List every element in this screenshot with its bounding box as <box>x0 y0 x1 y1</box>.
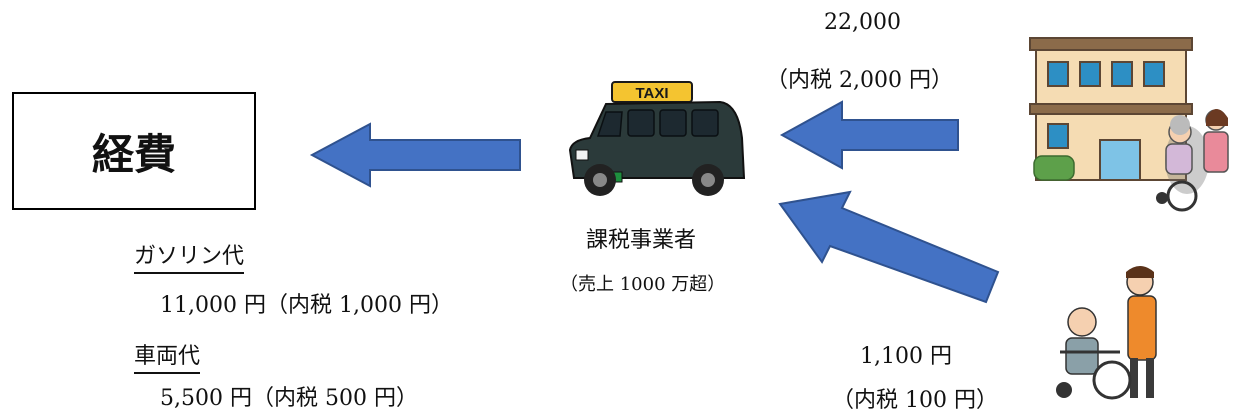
sales-note: （売上 1000 万超） <box>560 274 726 295</box>
vehicle-label: 車両代 <box>134 338 201 374</box>
bottom-payment-amount: 1,100 円 <box>860 344 952 369</box>
top-payment-amount: 22,000 <box>824 10 901 35</box>
bottom-payment-tax: （内税 100 円） <box>832 388 998 413</box>
arrow-from-facility <box>779 100 959 170</box>
taxi-icon: TAXI <box>568 81 746 196</box>
expense-label: 経費 <box>91 129 176 179</box>
vehicle-amount: 5,500 円（内税 500 円） <box>160 386 418 411</box>
taxable-business-label: 課税事業者 <box>586 228 697 253</box>
wheelchair-user-icon <box>1056 266 1157 400</box>
top-payment-tax: （内税 2,000 円） <box>766 68 953 93</box>
arrow-to-expense <box>309 122 521 188</box>
gasoline-label: ガソリン代 <box>134 238 245 274</box>
care-facility-icon <box>1029 37 1229 212</box>
gasoline-amount: 11,000 円（内税 1,000 円） <box>160 293 453 318</box>
taxi-sign: TAXI <box>635 85 668 102</box>
arrow-from-person <box>778 190 1000 304</box>
expense-box: 経費 <box>12 92 256 210</box>
